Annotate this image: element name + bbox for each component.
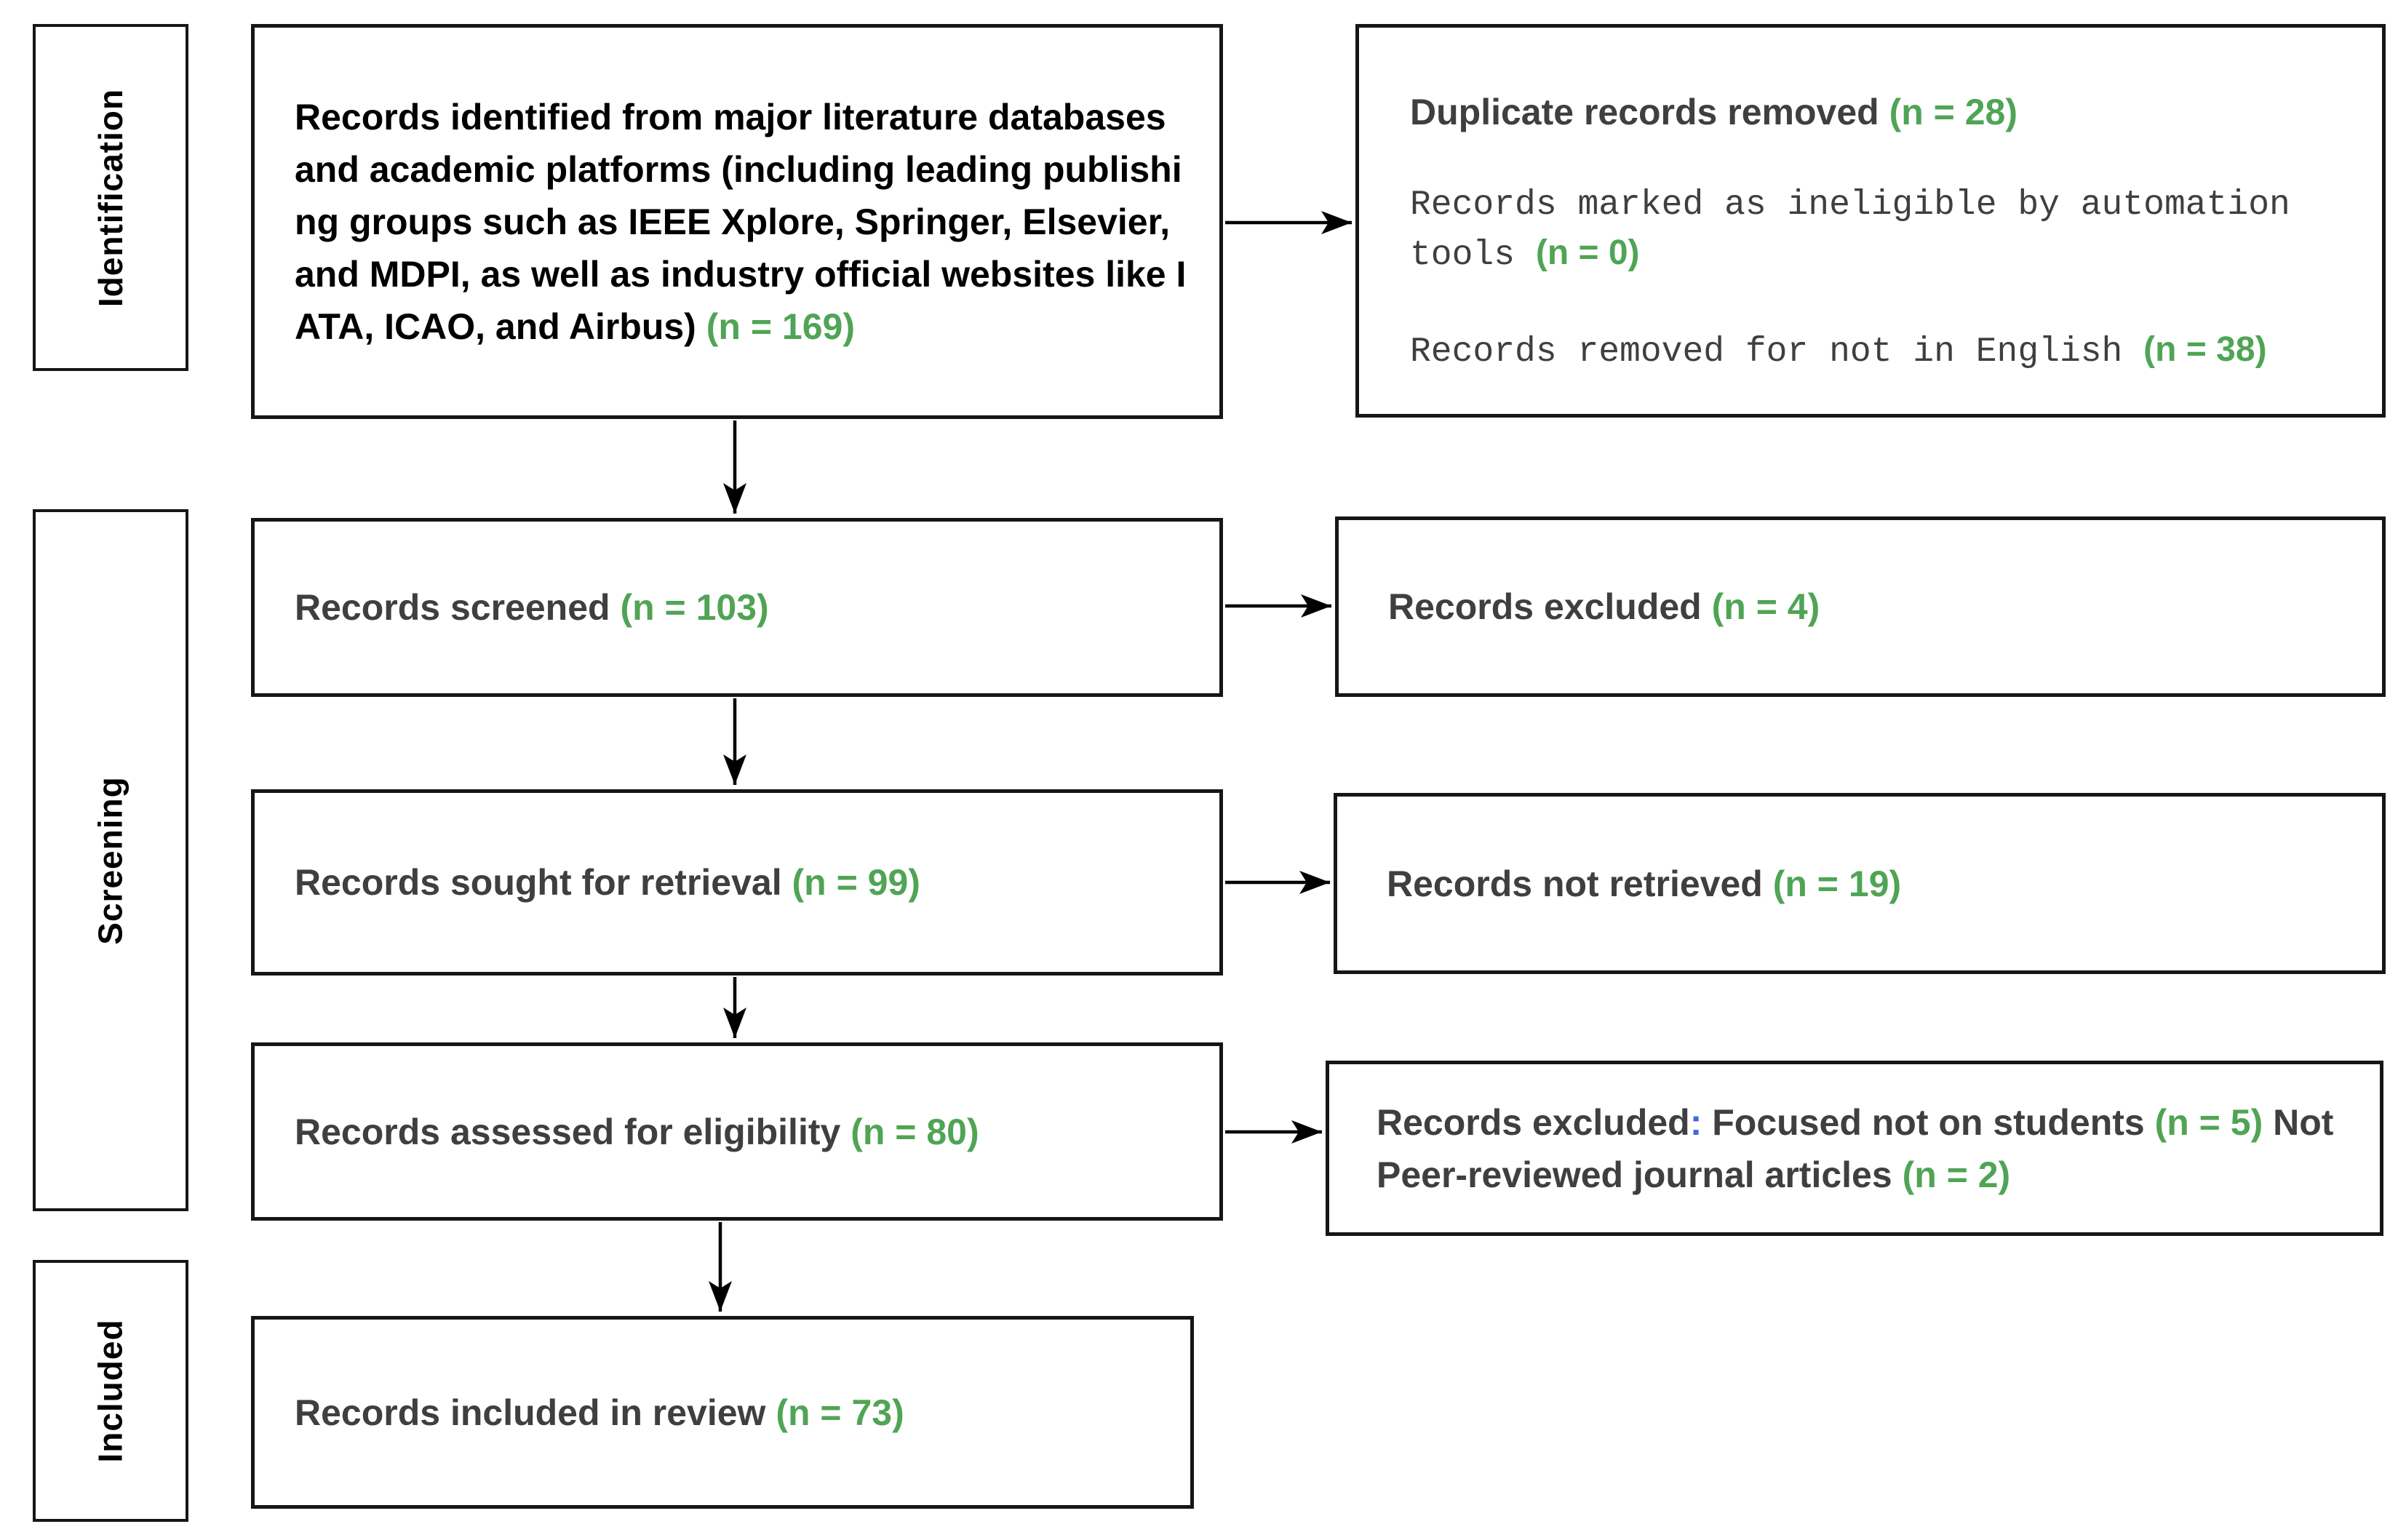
- stage-box-included: Included: [33, 1260, 188, 1522]
- records-not-retrieved-label: Records not retrieved: [1387, 863, 1773, 904]
- records-screened-count: (n = 103): [620, 587, 769, 628]
- flow-box-records-screened: Records screened (n = 103): [251, 518, 1223, 697]
- records-excluded-text: Records excluded (n = 4): [1388, 581, 1820, 633]
- automation-ineligible-label: Records marked as ineligible by automati…: [1410, 185, 2311, 275]
- stage-box-screening: Screening: [33, 509, 188, 1211]
- duplicates-removed-text: Duplicate records removed (n = 28): [1410, 89, 2338, 135]
- exclusion-reason-students: Focused not on students: [1702, 1101, 2155, 1143]
- side-box-records-not-retrieved: Records not retrieved (n = 19): [1334, 793, 2386, 974]
- not-english-count: (n = 38): [2143, 330, 2267, 369]
- stage-box-identification: Identification: [33, 24, 188, 371]
- records-identified-text: Records identified from major literature…: [295, 91, 1190, 353]
- records-assessed-label: Records assessed for eligibility: [295, 1111, 851, 1152]
- not-english-text: Records removed for not in English (n = …: [1410, 326, 2338, 376]
- records-sought-count: (n = 99): [792, 862, 920, 903]
- flow-box-records-included: Records included in review (n = 73): [251, 1316, 1194, 1509]
- eligibility-excluded-colon: :: [1689, 1101, 1702, 1143]
- records-excluded-count: (n = 4): [1711, 586, 1820, 627]
- duplicates-removed-count: (n = 28): [1889, 92, 2018, 132]
- stage-label-screening: Screening: [92, 775, 130, 945]
- records-sought-label: Records sought for retrieval: [295, 862, 792, 903]
- records-assessed-count: (n = 80): [851, 1111, 979, 1152]
- stage-label-included: Included: [92, 1319, 130, 1463]
- automation-ineligible-text: Records marked as ineligible by automati…: [1410, 181, 2338, 279]
- exclusion-reason-peer-review-count: (n = 2): [1902, 1154, 2011, 1195]
- flow-box-records-identified: Records identified from major literature…: [251, 24, 1223, 419]
- exclusion-reason-peer-review: Not Peer-reviewed journal articles: [1377, 1101, 2344, 1195]
- records-not-retrieved-text: Records not retrieved (n = 19): [1387, 858, 1901, 910]
- eligibility-excluded-label: Records excluded: [1377, 1101, 1690, 1143]
- flow-box-records-sought: Records sought for retrieval (n = 99): [251, 789, 1223, 976]
- records-screened-label: Records screened: [295, 587, 621, 628]
- duplicates-removed-label: Duplicate records removed: [1410, 92, 1889, 132]
- records-included-text: Records included in review (n = 73): [295, 1387, 904, 1439]
- flow-box-records-assessed: Records assessed for eligibility (n = 80…: [251, 1042, 1223, 1221]
- records-assessed-text: Records assessed for eligibility (n = 80…: [295, 1106, 979, 1158]
- records-included-label: Records included in review: [295, 1392, 776, 1433]
- records-included-count: (n = 73): [776, 1392, 904, 1433]
- eligibility-exclusions-text: Records excluded: Focused not on student…: [1377, 1096, 2340, 1201]
- records-sought-text: Records sought for retrieval (n = 99): [295, 856, 920, 909]
- side-box-records-excluded: Records excluded (n = 4): [1335, 516, 2386, 697]
- records-not-retrieved-count: (n = 19): [1772, 863, 1902, 904]
- records-identified-label: Records identified from major literature…: [295, 96, 1187, 347]
- records-screened-text: Records screened (n = 103): [295, 581, 769, 634]
- records-excluded-label: Records excluded: [1388, 586, 1712, 627]
- side-box-eligibility-exclusions: Records excluded: Focused not on student…: [1326, 1061, 2383, 1236]
- exclusion-reason-students-count: (n = 5): [2154, 1101, 2263, 1143]
- records-identified-count: (n = 169): [706, 306, 855, 347]
- automation-ineligible-count: (n = 0): [1535, 234, 1640, 272]
- not-english-label: Records removed for not in English: [1410, 332, 2144, 372]
- side-box-identification-exclusions: Duplicate records removed (n = 28) Recor…: [1355, 24, 2386, 418]
- stage-label-identification: Identification: [92, 88, 130, 307]
